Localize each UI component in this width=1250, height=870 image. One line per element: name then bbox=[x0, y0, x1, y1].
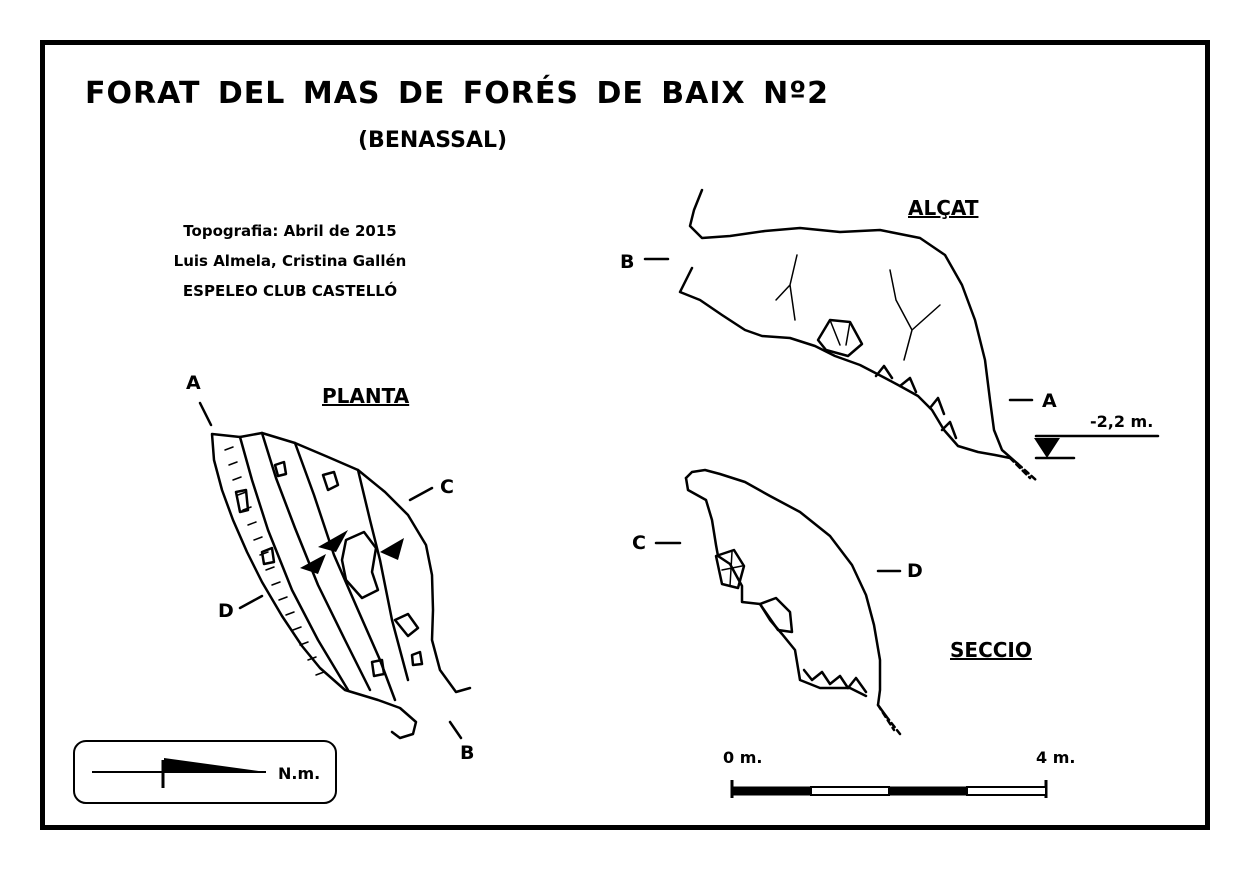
plan-boulder-6 bbox=[370, 658, 386, 678]
plan-marker-b: B bbox=[460, 742, 475, 764]
section-boulder-1 bbox=[714, 548, 746, 590]
map-subtitle: (BENASSAL) bbox=[358, 128, 508, 153]
plan-wall-ticks bbox=[224, 446, 325, 676]
section-view-heading: SECCIO bbox=[950, 638, 1032, 662]
plan-marker-c: C bbox=[440, 476, 454, 498]
section-boulder-2 bbox=[758, 596, 794, 634]
section-marker-d: D bbox=[907, 560, 923, 582]
north-arrow-head-icon bbox=[164, 758, 266, 772]
north-arrow-box bbox=[73, 740, 337, 804]
elevation-rocks bbox=[874, 364, 958, 440]
plan-slope-arrow-1 bbox=[318, 530, 348, 552]
section-boulder-lines bbox=[721, 551, 743, 587]
plan-band-line-2 bbox=[260, 431, 372, 692]
credit-survey-date: Topografia: Abril de 2015 bbox=[183, 222, 397, 240]
plan-slope-arrow-2 bbox=[300, 554, 326, 574]
plan-view-heading: PLANTA bbox=[322, 384, 410, 408]
depth-marker-triangle bbox=[1034, 438, 1060, 458]
credit-surveyors: Luis Almela, Cristina Gallén bbox=[173, 252, 407, 270]
plan-boulder-5 bbox=[260, 546, 276, 566]
north-arrow bbox=[73, 740, 337, 804]
section-outline-left bbox=[684, 476, 868, 698]
elevation-marker-a: A bbox=[1042, 390, 1057, 412]
scale-end-label: 4 m. bbox=[1036, 748, 1076, 767]
section-outline-right bbox=[684, 468, 888, 718]
plan-boulder-7 bbox=[410, 650, 424, 667]
section-view bbox=[654, 468, 902, 736]
elevation-floor bbox=[678, 266, 1012, 460]
scale-segment-4 bbox=[966, 786, 1047, 796]
section-marker-c: C bbox=[632, 532, 646, 554]
plan-boulder-small bbox=[321, 470, 340, 492]
plan-marker-d: D bbox=[218, 600, 234, 622]
plan-boulder-4 bbox=[273, 460, 288, 478]
plan-boulder-3 bbox=[234, 488, 250, 514]
plan-boulder-2 bbox=[393, 612, 420, 638]
plan-slope-arrow-3 bbox=[380, 538, 404, 560]
plan-marker-a: A bbox=[186, 372, 201, 394]
elevation-crack-1 bbox=[775, 254, 798, 321]
scale-segment-2 bbox=[810, 786, 890, 796]
plan-band-line-1 bbox=[238, 435, 350, 692]
plan-boulder-large bbox=[340, 530, 380, 600]
plan-tick-c bbox=[408, 486, 434, 502]
plan-outline bbox=[210, 431, 472, 740]
scale-start-label: 0 m. bbox=[723, 748, 763, 767]
plan-tick-d bbox=[238, 594, 264, 610]
credit-club: ESPELEO CLUB CASTELLÓ bbox=[182, 282, 398, 300]
plan-tick-b bbox=[448, 720, 463, 740]
map-title: FORAT DEL MAS DE FORÉS DE BAIX Nº2 bbox=[85, 76, 830, 111]
plan-view bbox=[198, 401, 472, 740]
elevation-view bbox=[643, 188, 1160, 482]
elevation-ceiling bbox=[688, 188, 1020, 466]
scale-bar bbox=[730, 780, 1048, 798]
section-floor-rocks bbox=[802, 668, 868, 694]
north-label: N.m. bbox=[278, 764, 321, 783]
elevation-marker-b: B bbox=[620, 251, 635, 273]
scale-segment-1 bbox=[731, 786, 812, 796]
elevation-crack-2 bbox=[889, 269, 941, 361]
map-frame bbox=[40, 40, 1210, 830]
elevation-boulder-lines bbox=[829, 319, 851, 346]
depth-label: -2,2 m. bbox=[1090, 412, 1154, 431]
plan-band-line-4 bbox=[356, 468, 410, 682]
elevation-continuation bbox=[1008, 456, 1038, 482]
elevation-view-heading: ALÇAT bbox=[908, 196, 979, 220]
scale-segment-3 bbox=[888, 786, 968, 796]
section-continuation bbox=[876, 703, 902, 736]
plan-tick-a bbox=[198, 401, 213, 427]
